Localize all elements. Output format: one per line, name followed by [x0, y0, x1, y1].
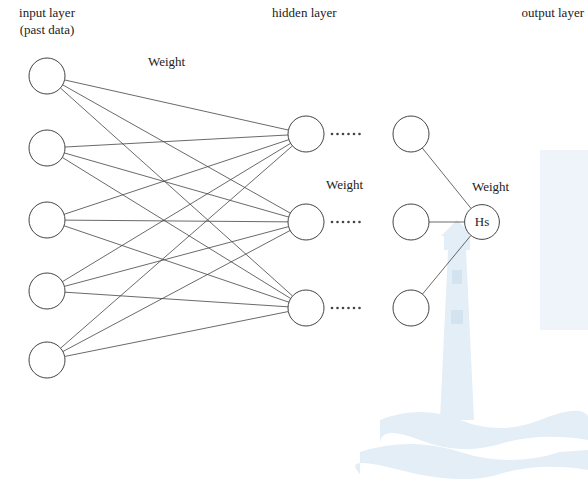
- continuation-dot: [342, 307, 345, 310]
- layer-label: input layer (past data): [5, 4, 89, 38]
- continuation-dot: [331, 221, 334, 224]
- continuation-dot: [347, 307, 350, 310]
- continuation-dot: [342, 221, 345, 224]
- node-text: Hs: [475, 214, 489, 230]
- weight-line: [63, 230, 290, 351]
- neuron-circles: [29, 58, 429, 378]
- lighthouse-watermark: [355, 150, 588, 479]
- continuation-dot: [353, 307, 356, 310]
- continuation-dots: [331, 133, 361, 310]
- continuation-dot: [358, 221, 361, 224]
- continuation-dot: [347, 133, 350, 136]
- neuron-circle: [393, 204, 429, 240]
- weight-line: [60, 88, 292, 296]
- continuation-dot: [331, 307, 334, 310]
- continuation-dot: [342, 133, 345, 136]
- neuron-circle: [29, 58, 65, 94]
- neuron-circle: [393, 116, 429, 152]
- neuron-circle: [465, 205, 500, 240]
- neuron-circle: [29, 130, 65, 166]
- neuron-circle: [29, 342, 65, 378]
- weight-lines: [60, 80, 470, 357]
- weight-line: [64, 153, 288, 217]
- weight-line: [65, 220, 288, 222]
- weight-line: [65, 292, 288, 307]
- neuron-circle: [29, 273, 65, 309]
- weight-line: [65, 312, 289, 357]
- weight-line: [63, 85, 291, 213]
- weight-label: Weight: [146, 53, 187, 70]
- neuron-circle: [288, 116, 324, 152]
- neuron-circle: [288, 204, 324, 240]
- output-neuron: Hs: [464, 204, 500, 240]
- weight-line: [64, 140, 289, 215]
- weight-line: [429, 222, 464, 223]
- weight-line: [64, 227, 288, 287]
- weight-line: [422, 236, 470, 294]
- continuation-dot: [353, 221, 356, 224]
- layer-label: hidden layer: [272, 4, 337, 21]
- weight-line: [62, 143, 290, 281]
- weight-line: [62, 157, 290, 298]
- neuron-circle: [288, 290, 324, 326]
- weight-label: Weight: [470, 178, 511, 195]
- continuation-dot: [336, 133, 339, 136]
- continuation-dot: [336, 307, 339, 310]
- continuation-dot: [358, 307, 361, 310]
- continuation-dot: [347, 221, 350, 224]
- neuron-circle: [393, 290, 429, 326]
- continuation-dot: [358, 133, 361, 136]
- layer-label: output layer: [522, 4, 584, 21]
- weight-line: [65, 135, 288, 147]
- weight-line: [422, 148, 470, 208]
- weight-label: Weight: [324, 176, 365, 193]
- continuation-dot: [353, 133, 356, 136]
- continuation-dot: [336, 221, 339, 224]
- continuation-dot: [331, 133, 334, 136]
- neuron-circle: [29, 202, 65, 238]
